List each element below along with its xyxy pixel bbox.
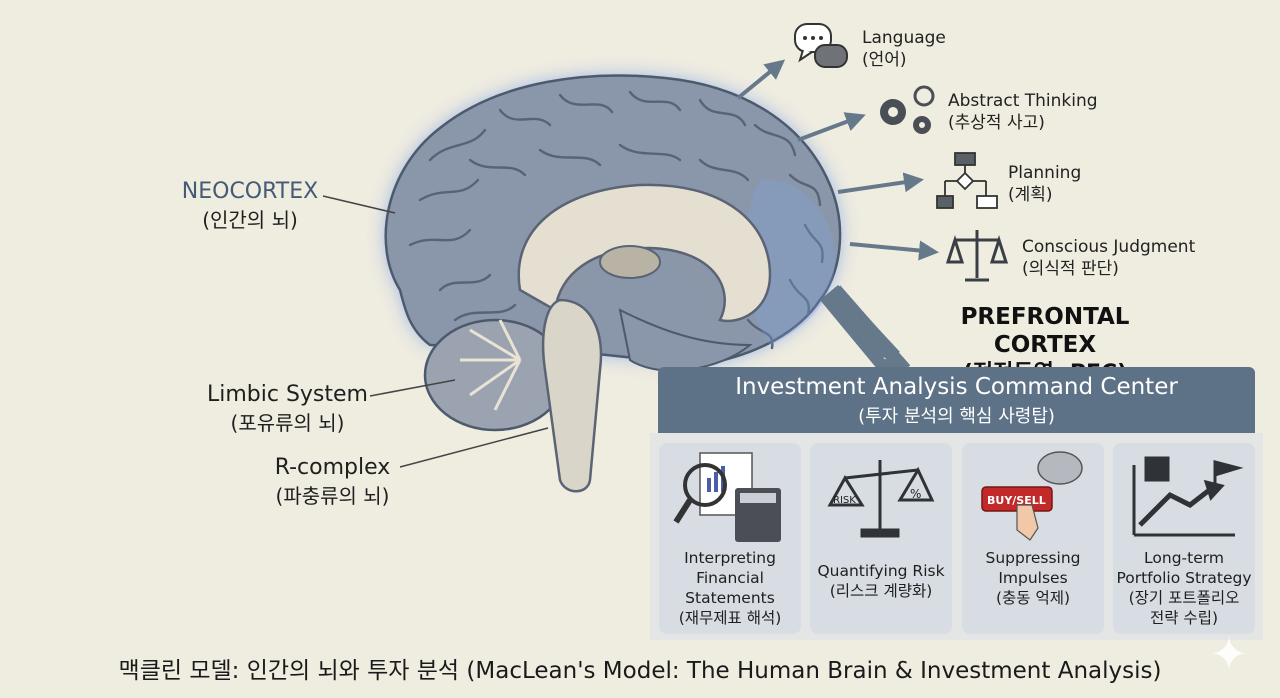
limbic-title: Limbic System: [206, 382, 368, 407]
card-line: (충동 억제): [995, 589, 1071, 608]
arbor-vitae: [460, 319, 522, 411]
card-line: Portfolio Strategy: [1116, 569, 1252, 588]
function-sub: (언어): [862, 50, 907, 71]
card-line: 전략 수립): [1149, 609, 1218, 628]
sparkle-icon: ✦: [1209, 627, 1249, 681]
limbic-leader: [369, 379, 456, 397]
neocortex-label: NEOCORTEX (인간의 뇌): [170, 179, 330, 232]
card-caption: Interpreting Financial Statements (재무제표 …: [659, 548, 801, 629]
function-label: Abstract Thinking: [948, 91, 1098, 111]
card-line: Long-term: [1144, 549, 1224, 567]
growth-arrow-flag-icon: [1132, 456, 1244, 537]
card-caption: Long-term Portfolio Strategy (장기 포트폴리오 전…: [1113, 548, 1255, 629]
card-line: Financial: [696, 569, 764, 588]
arrow-abstract: [797, 112, 866, 142]
card-line: (리스크 계량화): [829, 582, 933, 601]
percent-text: %: [910, 487, 921, 501]
rcomplex-label: R-complex (파충류의 뇌): [255, 455, 410, 508]
card-line: Statements: [685, 589, 775, 608]
buy-sell-button-icon: [981, 451, 1083, 541]
card-line: Interpreting: [684, 549, 776, 567]
function-language: Language (언어): [862, 27, 946, 71]
risk-balance-icon: [827, 460, 935, 538]
function-sub: (계획): [1008, 185, 1053, 206]
speech-bubbles-icon: [794, 23, 848, 68]
rcomplex-title: R-complex: [274, 455, 391, 480]
card-caption: Quantifying Risk (리스크 계량화): [810, 561, 952, 601]
function-label: Conscious Judgment: [1022, 237, 1196, 257]
card-line: (장기 포트폴리오: [1128, 589, 1240, 608]
function-label: Planning: [1008, 163, 1082, 183]
arrow-judgment: [849, 240, 939, 261]
flowchart-icon: [936, 152, 998, 209]
card-portfolio-strategy: Long-term Portfolio Strategy (장기 포트폴리오 전…: [1113, 443, 1255, 634]
function-label: Language: [862, 28, 946, 48]
function-planning: Planning (계획): [1008, 162, 1081, 206]
neocortex-leader: [322, 195, 396, 214]
card-caption: Suppressing Impulses (충동 억제): [962, 548, 1104, 608]
function-conscious-judgment: Conscious Judgment (의식적 판단): [1022, 236, 1195, 280]
card-line: Suppressing: [985, 549, 1081, 567]
thalamus: [599, 245, 661, 279]
pfc-title: PREFRONTAL CORTEX: [960, 304, 1130, 358]
brainstem: [541, 298, 603, 493]
limbic-subtitle: (포유류의 뇌): [230, 411, 345, 436]
neocortex-title: NEOCORTEX: [181, 179, 319, 204]
command-center-header: Investment Analysis Command Center (투자 분…: [658, 367, 1255, 433]
arrow-language: [736, 59, 786, 100]
card-line: Quantifying Risk: [817, 562, 945, 580]
magnifier-document-calculator-icon: [673, 452, 781, 542]
rcomplex-subtitle: (파충류의 뇌): [275, 484, 390, 509]
footer-caption: 맥클린 모델: 인간의 뇌와 투자 분석 (MacLean's Model: T…: [118, 658, 1162, 684]
card-line: Impulses: [998, 569, 1068, 588]
limbic-label: Limbic System (포유류의 뇌): [200, 382, 375, 435]
buy-sell-text: BUY/SELL: [987, 494, 1046, 507]
prefrontal-region: [743, 179, 835, 345]
neocortex-subtitle: (인간의 뇌): [202, 208, 298, 233]
rcomplex-leader: [399, 427, 549, 468]
risk-text: RISK: [833, 495, 856, 506]
function-sub: (의식적 판단): [1022, 259, 1119, 280]
function-abstract-thinking: Abstract Thinking (추상적 사고): [948, 90, 1098, 134]
gears-icon: [880, 85, 935, 134]
command-center-title: Investment Analysis Command Center: [735, 374, 1178, 400]
arrow-planning: [837, 172, 924, 194]
card-line: (재무제표 해석): [678, 609, 782, 628]
command-center-subtitle: (투자 분석의 핵심 사령탑): [858, 406, 1055, 427]
function-sub: (추상적 사고): [948, 113, 1045, 134]
scales-icon: [945, 230, 1009, 282]
